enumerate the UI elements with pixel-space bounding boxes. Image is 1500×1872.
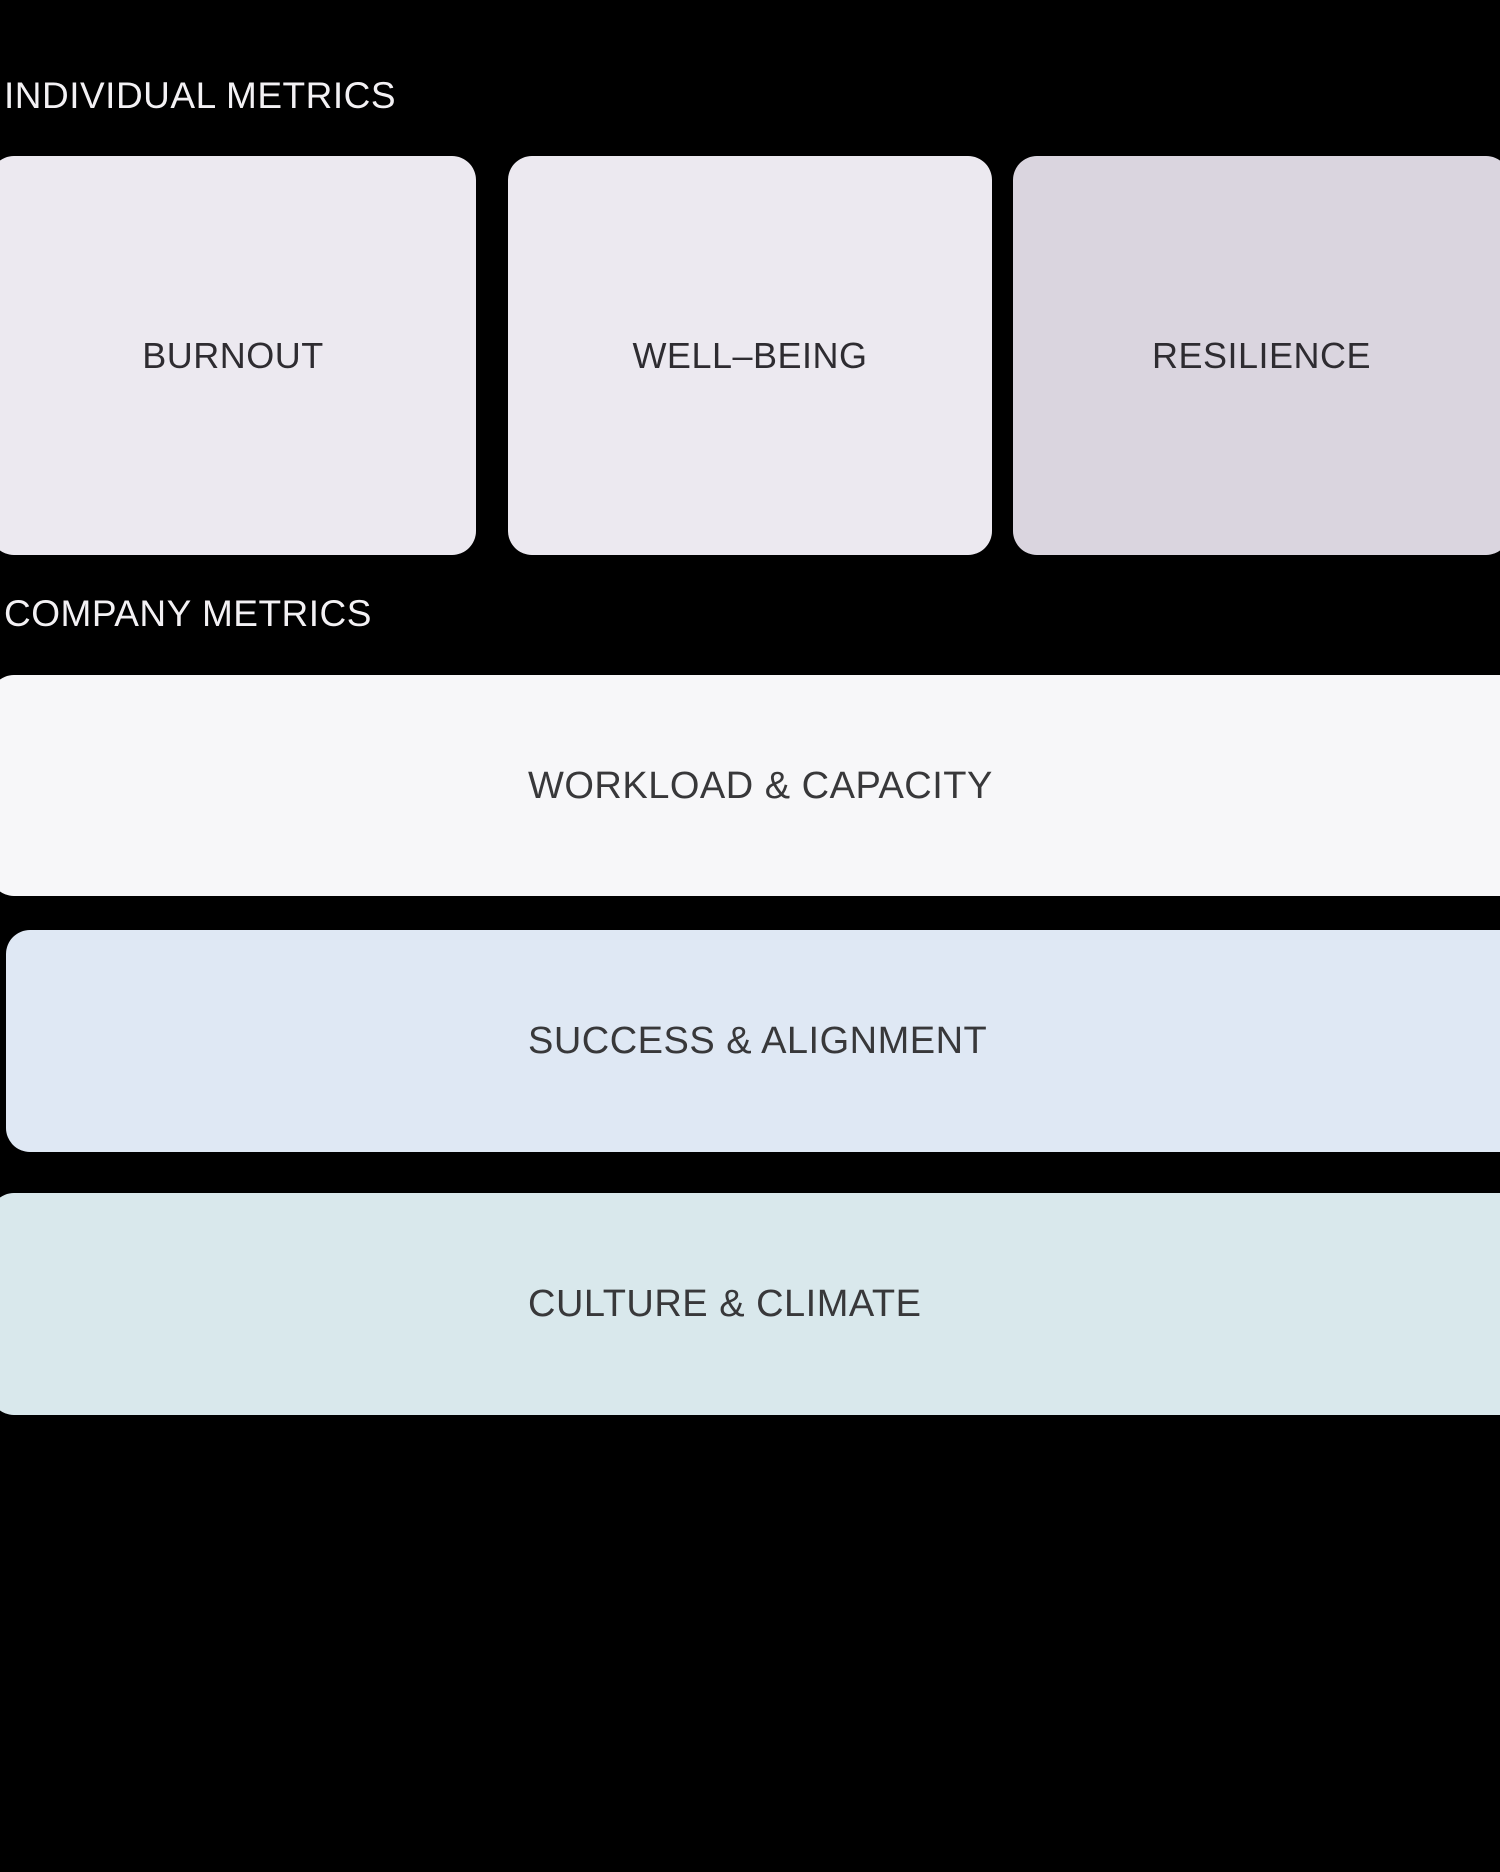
success-alignment-row-label: SUCCESS & ALIGNMENT — [528, 1020, 988, 1062]
culture-climate-row-label: CULTURE & CLIMATE — [528, 1283, 922, 1325]
wellbeing-card[interactable]: WELL–BEING — [508, 156, 992, 555]
workload-capacity-row-label: WORKLOAD & CAPACITY — [528, 764, 993, 807]
burnout-card[interactable]: BURNOUT — [0, 156, 476, 555]
culture-climate-row[interactable]: CULTURE & CLIMATE — [0, 1193, 1500, 1415]
resilience-card-label: RESILIENCE — [1151, 334, 1372, 376]
workload-capacity-row[interactable]: WORKLOAD & CAPACITY — [0, 675, 1500, 896]
wellbeing-card-label: WELL–BEING — [632, 334, 868, 376]
resilience-card[interactable]: RESILIENCE — [1013, 156, 1500, 555]
company-metrics-heading: COMPANY METRICS — [4, 593, 372, 634]
individual-metrics-heading: INDIVIDUAL METRICS — [4, 75, 397, 116]
success-alignment-row[interactable]: SUCCESS & ALIGNMENT — [6, 930, 1500, 1152]
burnout-card-label: BURNOUT — [142, 334, 324, 376]
